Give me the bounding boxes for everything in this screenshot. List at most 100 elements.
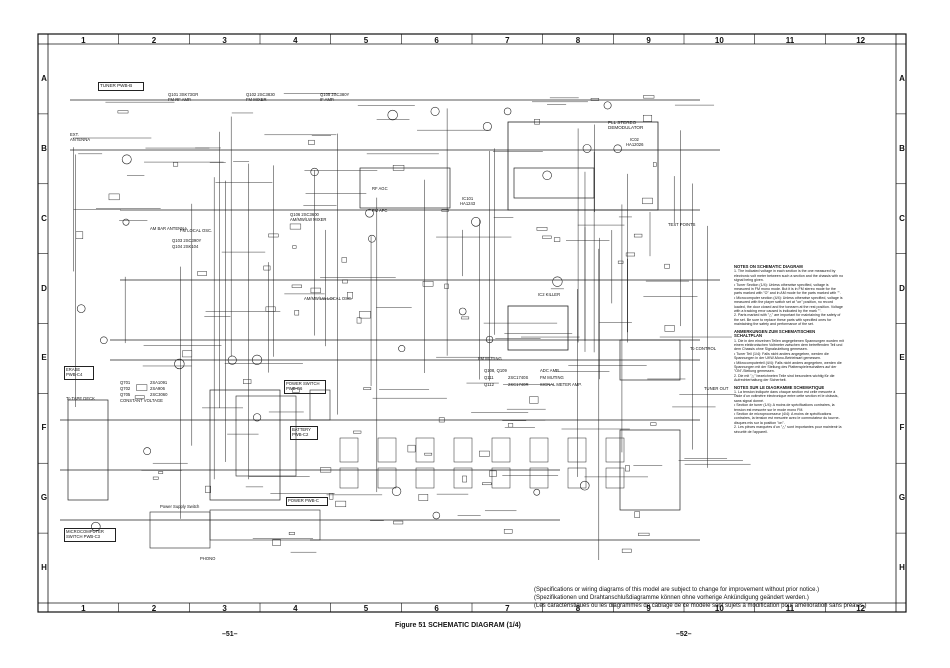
component-block (638, 532, 650, 536)
component-block (567, 467, 587, 489)
transistor-symbol (227, 355, 237, 365)
column-number: 6 (434, 36, 439, 45)
component-block (407, 444, 416, 453)
q108-label: Q108, Q109 (484, 368, 507, 373)
power-pwb-label: POWER PWB-C (288, 498, 319, 503)
row-letter: B (41, 143, 47, 153)
row-letter: C (41, 213, 47, 223)
component-block (134, 395, 145, 399)
component-block (272, 539, 281, 546)
component-block (363, 387, 372, 390)
notes-fr-tuner: • Section de tuner (1/4): A moins de spé… (734, 403, 835, 412)
q102-function: FM MIXER (246, 97, 267, 102)
component-block (339, 437, 359, 463)
transistor-symbol (143, 447, 152, 456)
component-block (633, 233, 643, 238)
q111-function: FM MUTING (540, 375, 564, 380)
component-block (625, 252, 636, 257)
row-letter: C (899, 213, 905, 223)
row-letter: D (899, 283, 905, 293)
notes-de-micro: • Mikrocomputerteil (4/4): Falls nicht a… (734, 360, 842, 374)
notes-fr-2: 2. Les pièces marquées d'un "△" sont imp… (734, 425, 842, 434)
component-block (377, 437, 397, 463)
component-block (542, 235, 552, 239)
q103-label: Q103 2SC390Y (172, 238, 202, 243)
component-block (664, 263, 670, 269)
transistor-symbol (603, 101, 612, 110)
component-block (664, 325, 675, 332)
component-block (489, 470, 497, 477)
q105-label: Q105 2SC380Y (320, 92, 350, 97)
ic02-part: HA12026 (626, 142, 644, 147)
q701-part: 2SA1091 (150, 380, 168, 385)
transistor-symbol (482, 121, 492, 131)
row-letter: E (41, 353, 47, 363)
q702-label: Q702 (120, 386, 131, 391)
component-block (356, 317, 362, 324)
column-number: 4 (293, 36, 298, 45)
microcomputer-switch-box (64, 528, 116, 542)
demodulator-label: DEMODULATOR (608, 125, 644, 130)
component-block (292, 245, 297, 249)
column-number: 1 (81, 604, 86, 613)
power-switch-box (284, 380, 326, 394)
notes-en-1: 1. The indicated voltage in each section… (734, 269, 844, 283)
component-block (308, 139, 315, 145)
transistor-symbol (430, 106, 440, 116)
component-block (209, 389, 281, 501)
rf-agc-label: RF AGC (372, 186, 388, 191)
component-block (263, 265, 271, 271)
component-block (415, 437, 435, 463)
transistor-symbol (432, 511, 441, 520)
ic101-part: HA1243 (460, 201, 476, 206)
q101-label: Q101 3SK73GR (168, 92, 199, 97)
component-block (294, 310, 300, 316)
row-letter: G (40, 493, 48, 503)
notes-en-2: 2. Parts marked with "△" are important f… (734, 313, 841, 327)
transistor-symbol (485, 335, 494, 344)
component-block (479, 450, 490, 457)
spec-line-fr: (Les caractéristiques ou les diagrammes … (534, 603, 867, 609)
notes-en-title: NOTES ON SCHEMATIC DIAGRAM (734, 264, 803, 269)
pll-stereo-label: PLL STEREO (608, 120, 637, 125)
column-number: 2 (151, 36, 157, 45)
transistor-symbol (253, 413, 262, 422)
component-block (642, 197, 653, 205)
column-number: 5 (363, 604, 369, 613)
component-block (268, 233, 279, 238)
component-block (108, 193, 120, 201)
q112-part: 2SC1740R (508, 382, 529, 387)
q112-label: Q112 (484, 382, 494, 387)
component-block (341, 257, 347, 263)
erase-pwb-label: PWB-C4 (66, 372, 83, 377)
component-block (359, 311, 371, 319)
row-letter: H (899, 563, 905, 573)
component-block (75, 231, 84, 239)
power-pwb-box (286, 497, 328, 506)
phono-label: PHONO (200, 556, 216, 561)
component-block (503, 529, 513, 534)
q705-label: Q705 (120, 392, 131, 397)
column-number: 12 (856, 36, 866, 45)
transistor-symbol (310, 167, 319, 177)
transistor-symbol (458, 307, 467, 316)
component-block (529, 467, 549, 489)
component-block (335, 500, 347, 508)
q104-label: Q104 2SK104 (172, 244, 199, 249)
transistor-symbol (387, 109, 398, 121)
tuner-pwb-label: TUNER PWB-B (100, 83, 133, 88)
transistor-symbol (542, 170, 552, 181)
test-points-label: TEST POINTS (668, 222, 696, 227)
transistor-symbol (365, 208, 374, 218)
component-block (291, 284, 302, 288)
transistor-symbol (122, 218, 130, 226)
column-number: 5 (363, 36, 369, 45)
notes-de-1: 1. Die in den einzelnen Teilen angegeben… (734, 338, 844, 352)
row-letter: H (41, 563, 47, 573)
component-block (513, 167, 595, 199)
page-number-right: –52– (676, 631, 692, 638)
column-number: 10 (714, 604, 724, 613)
component-block (590, 98, 600, 101)
component-block (424, 452, 433, 456)
